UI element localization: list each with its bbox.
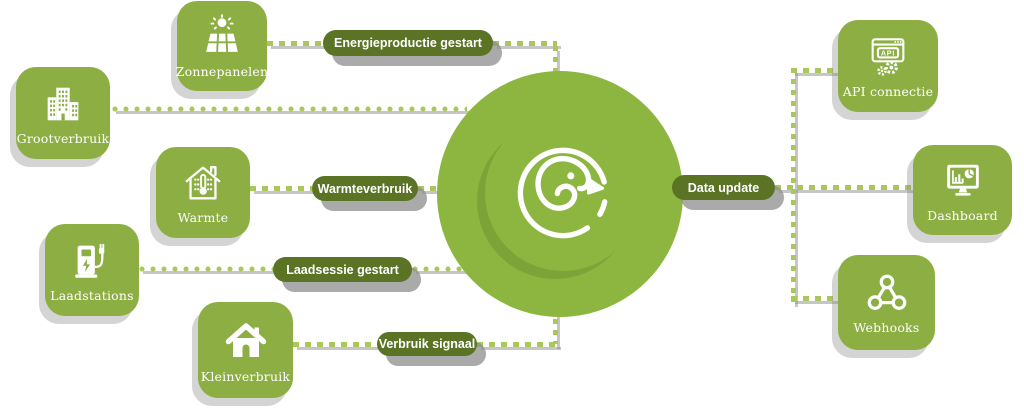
connector-laadstations-event bbox=[139, 266, 273, 272]
connector-grootverbruik-hub bbox=[112, 106, 467, 112]
event-pill-verbruik-signaal: Verbruik signaal bbox=[377, 332, 477, 356]
connector-branch-dashboard bbox=[797, 185, 913, 190]
dashboard-icon bbox=[940, 158, 986, 204]
event-label: Laadsessie gestart bbox=[286, 262, 399, 277]
connector-event-elbow-bottom bbox=[477, 342, 557, 347]
webhooks-icon bbox=[864, 270, 910, 316]
event-label: Data update bbox=[687, 180, 760, 195]
hub-circle bbox=[437, 71, 683, 317]
event-label: Verbruik signaal bbox=[378, 337, 476, 351]
line-shadow bbox=[795, 73, 842, 76]
connector-elbow-down-hub bbox=[553, 46, 558, 82]
card-api-connectie: API API connectie bbox=[838, 20, 938, 112]
card-label: Webhooks bbox=[853, 320, 920, 335]
connector-dataupdate-branch bbox=[775, 185, 797, 190]
line-shadow bbox=[497, 46, 561, 49]
card-grootverbruik: Grootverbruik bbox=[16, 67, 110, 159]
line-shadow bbox=[143, 271, 277, 274]
connector-event-hub-lowleft bbox=[412, 266, 465, 272]
event-label: Energieproductie gestart bbox=[334, 36, 482, 50]
line-shadow bbox=[557, 313, 560, 349]
line-shadow bbox=[795, 73, 798, 307]
ev-charger-icon bbox=[69, 238, 115, 284]
api-icon: API bbox=[865, 34, 911, 80]
event-pill-energieproductie: Energieproductie gestart bbox=[323, 30, 493, 56]
card-label: Warmte bbox=[177, 210, 229, 225]
line-shadow bbox=[557, 51, 560, 87]
connector-elbow-up-hub bbox=[553, 308, 558, 344]
card-dashboard: Dashboard bbox=[913, 145, 1012, 235]
solar-panel-icon bbox=[199, 13, 245, 60]
line-shadow bbox=[422, 191, 446, 194]
line-shadow bbox=[481, 347, 561, 350]
card-warmte: Warmte bbox=[156, 147, 250, 238]
line-shadow bbox=[297, 347, 381, 350]
event-label: Warmteverbruik bbox=[317, 181, 413, 196]
connector-branch-api bbox=[791, 68, 838, 73]
svg-text:API: API bbox=[881, 49, 895, 57]
line-shadow bbox=[779, 190, 801, 193]
house-icon bbox=[222, 317, 270, 365]
card-webhooks: Webhooks bbox=[838, 255, 935, 350]
card-laadstations: Laadstations bbox=[45, 224, 139, 316]
card-label: Kleinverbruik bbox=[200, 368, 291, 384]
heated-house-icon bbox=[180, 160, 226, 206]
connector-warmte-event bbox=[250, 186, 312, 191]
event-pill-laadsessie: Laadsessie gestart bbox=[273, 257, 412, 282]
connector-zonnepanelen-event bbox=[267, 41, 323, 46]
connector-branch-vertical bbox=[791, 68, 796, 302]
card-kleinverbruik: Kleinverbruik bbox=[198, 302, 293, 398]
card-label: Grootverbruik bbox=[16, 130, 110, 146]
hub-inner-circle bbox=[485, 115, 641, 271]
event-pill-warmteverbruik: Warmteverbruik bbox=[312, 176, 418, 201]
card-zonnepanelen: Zonnepanelen bbox=[175, 1, 269, 91]
line-shadow bbox=[116, 111, 471, 114]
buildings-icon bbox=[40, 81, 86, 127]
swan-logo bbox=[511, 141, 615, 245]
line-shadow bbox=[271, 46, 327, 49]
line-shadow bbox=[254, 191, 316, 194]
connector-event-hub-left bbox=[418, 186, 442, 191]
connector-event-elbow-top bbox=[493, 41, 557, 46]
card-label: Zonnepanelen bbox=[175, 63, 269, 79]
connector-kleinverbruik-event bbox=[293, 342, 377, 347]
line-shadow bbox=[801, 190, 917, 193]
connector-branch-webhooks bbox=[791, 296, 838, 301]
card-label: Dashboard bbox=[927, 207, 998, 223]
line-shadow bbox=[795, 301, 842, 304]
data-update-pill: Data update bbox=[672, 175, 775, 200]
line-shadow bbox=[416, 271, 469, 274]
card-label: Laadstations bbox=[50, 287, 134, 303]
card-label: API connectie bbox=[842, 83, 934, 99]
